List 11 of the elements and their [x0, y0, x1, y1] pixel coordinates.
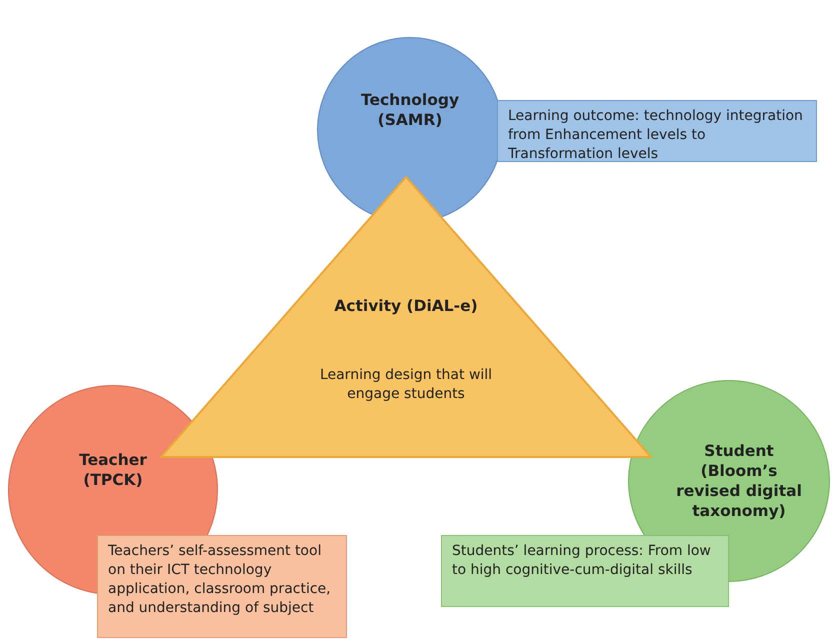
outcome-box [497, 100, 817, 162]
concept-title: Technology (SAMR) [360, 90, 460, 130]
description-text: Students’ learning process: From low to high cognitive-cum-digital skills [452, 542, 712, 580]
teacher-tool-box [97, 535, 347, 638]
description-text: Teachers’ self-assessment tool on their ICT technology application, classroom practice, and understanding of subject [108, 542, 332, 618]
concept-title: Student (Bloom’s revised digital taxonomy) [675, 440, 803, 522]
activity-description: Learning design that will engage students [318, 366, 494, 404]
concept-title: Teacher (TPCK) [78, 450, 148, 490]
description-text: Learning outcome: technology integration from Enhancement levels to Transformation levels [508, 107, 804, 164]
student-process-box [441, 535, 729, 607]
activity-title: Activity (DiAL-e) [333, 296, 479, 316]
